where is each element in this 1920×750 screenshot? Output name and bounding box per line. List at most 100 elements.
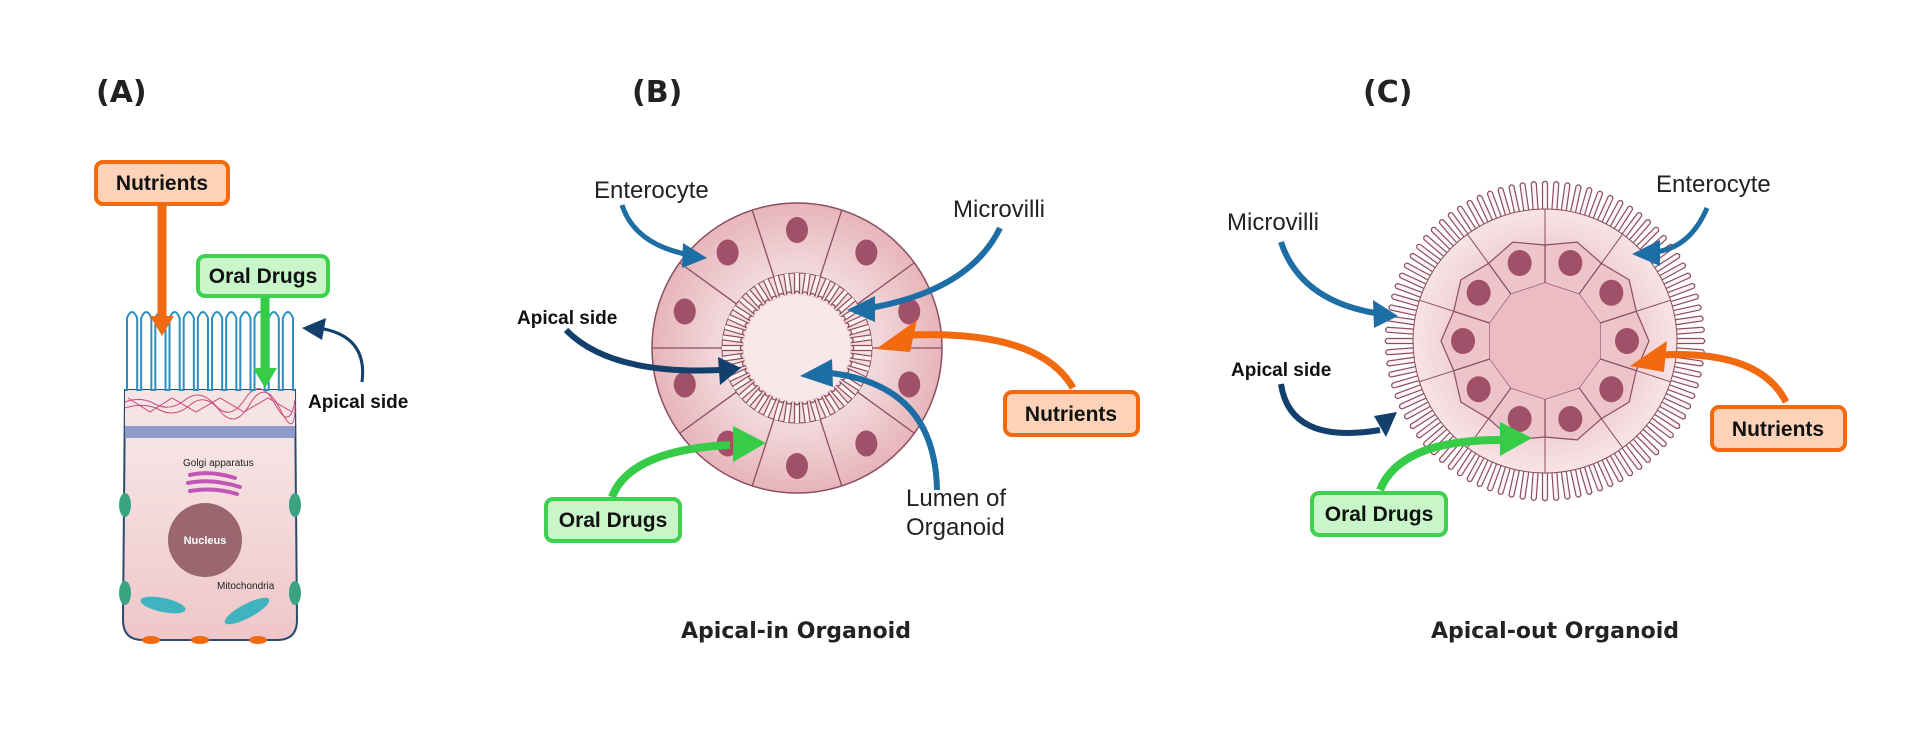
microvillus — [727, 367, 750, 382]
golgi-label: Golgi apparatus — [183, 458, 254, 469]
apical-side-label: Apical side — [308, 392, 408, 413]
microvillus — [738, 296, 759, 316]
microvillus — [1641, 423, 1667, 447]
microvillus — [724, 323, 747, 337]
enterocyte-arrowhead — [1632, 240, 1660, 266]
mitochondria-icon — [224, 597, 270, 625]
apical-in-organoid — [651, 202, 943, 494]
nucleus-icon — [1599, 279, 1624, 306]
panel-label-a: (A) — [96, 75, 147, 110]
mitochondria-label: Mitochondria — [217, 581, 275, 592]
microvilli-path — [125, 311, 295, 391]
nutrients-arrowhead — [876, 320, 917, 352]
microvillus — [1673, 315, 1704, 326]
microvillus — [1661, 392, 1692, 410]
microvillus — [1671, 304, 1702, 317]
microvillus — [823, 391, 841, 413]
microvillus — [738, 380, 759, 400]
apical-side-arrow — [317, 326, 365, 383]
microvillus — [722, 334, 745, 344]
microvillus — [1665, 282, 1696, 299]
microvillus — [823, 283, 841, 305]
cell-boundary — [751, 209, 775, 277]
microvillus — [829, 386, 849, 407]
microvillus — [1652, 252, 1681, 274]
cell-boundary — [857, 262, 915, 305]
panel-label-b: (B) — [632, 75, 682, 110]
cell-boundary — [1636, 370, 1671, 383]
cell-boundary — [1601, 233, 1623, 264]
nucleus-icon — [786, 453, 808, 479]
microvillus — [1596, 457, 1614, 488]
oral-drugs-box — [544, 497, 682, 543]
oral-drugs-box — [1310, 491, 1448, 537]
nucleus-icon — [855, 239, 878, 266]
enterocyte-arrowhead — [682, 243, 707, 268]
microvillus — [1466, 199, 1486, 229]
enterocyte-label: Enterocyte — [1656, 171, 1771, 198]
microvillus — [793, 273, 801, 295]
nucleus-icon — [673, 371, 696, 398]
microvillus — [1530, 181, 1539, 212]
microvillus — [1620, 443, 1643, 470]
microvillus — [1560, 469, 1571, 500]
lumen-label-line1: Lumen of — [906, 485, 1006, 512]
nucleus-icon — [1507, 405, 1532, 432]
tight-junction-band — [125, 426, 295, 438]
microvillus — [1486, 461, 1503, 492]
microvillus — [1657, 400, 1687, 420]
microvillus — [1476, 194, 1494, 225]
oral-drugs-arrowhead — [733, 426, 766, 462]
microvillus — [1388, 365, 1419, 378]
microvillus — [783, 273, 793, 296]
microvillus — [1497, 464, 1512, 495]
microvillus — [1476, 457, 1494, 488]
microvillus — [727, 314, 750, 329]
nutrients-box — [94, 160, 230, 206]
microvillus — [850, 344, 872, 352]
nucleus-icon — [1466, 279, 1491, 306]
microvillus — [1416, 416, 1443, 439]
nucleus-icon — [716, 239, 739, 266]
microvillus — [753, 283, 771, 305]
microvilli-arrowhead — [847, 296, 875, 322]
nucleus-icon — [1615, 328, 1639, 354]
microvillus — [763, 395, 778, 418]
nucleus-icon — [1507, 250, 1532, 277]
microvillus — [732, 374, 754, 392]
microvillus — [1569, 184, 1582, 215]
microvillus — [1620, 212, 1643, 239]
microvillus — [793, 401, 801, 423]
panel-b: (B) Enterocyte Microvilli Apical side Nu… — [517, 75, 1140, 644]
microvilli-label: Microvilli — [953, 196, 1045, 223]
oral-drugs-label: Oral Drugs — [209, 265, 318, 288]
enterocyte-label: Enterocyte — [594, 177, 709, 204]
microvilli-label: Microvilli — [1227, 209, 1319, 236]
microvillus — [1497, 187, 1512, 218]
nutrients-label: Nutrients — [1732, 418, 1824, 441]
caption-apical-in: Apical-in Organoid — [681, 619, 911, 644]
microvillus — [1668, 374, 1699, 389]
lumen — [744, 295, 850, 401]
microvillus — [801, 273, 811, 296]
microvillus — [1508, 184, 1521, 215]
apical-side-label: Apical side — [517, 308, 617, 329]
microvillus — [1409, 252, 1438, 274]
enterocyte-cell: Golgi apparatus Nucleus Mitochondria — [119, 311, 301, 644]
cell-boundary — [1636, 299, 1671, 312]
microvillus — [745, 386, 765, 407]
microvillus — [849, 334, 872, 344]
microvillus — [1430, 226, 1456, 252]
oral-drugs-label: Oral Drugs — [1325, 503, 1434, 526]
microvillus — [1423, 235, 1449, 259]
oral-drugs-arrow — [1376, 436, 1501, 492]
microvillus — [722, 352, 745, 362]
microvillus — [835, 380, 856, 400]
microvillus — [1560, 182, 1571, 213]
enterocyte-arrow — [619, 204, 691, 258]
microvillus — [1671, 365, 1702, 378]
microvillus — [1604, 199, 1624, 229]
apical-side-arrow — [563, 327, 721, 374]
desmosome-left-1 — [119, 493, 131, 517]
